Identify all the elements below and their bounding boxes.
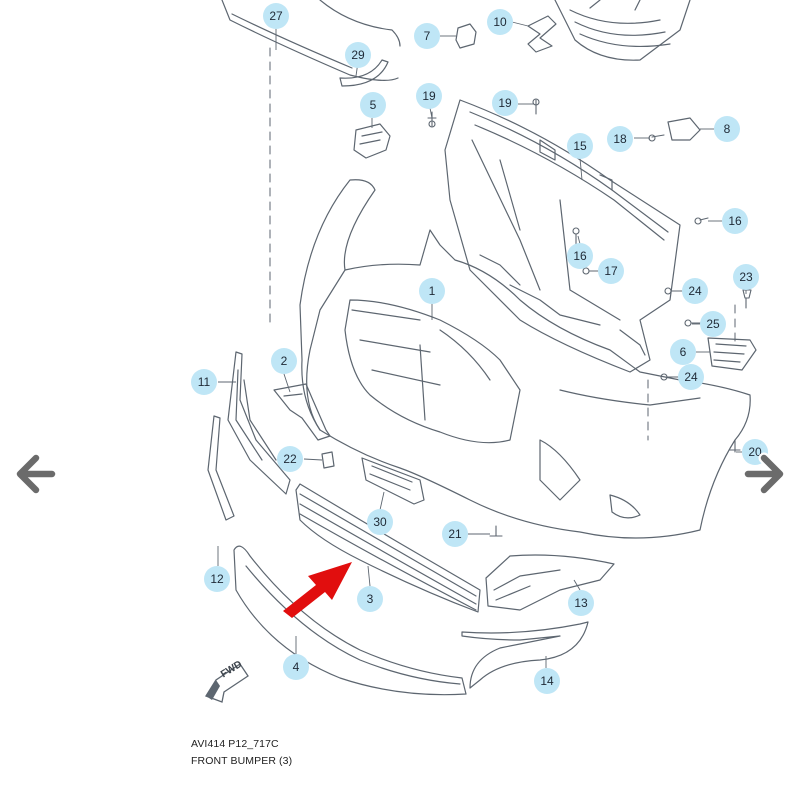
red-pointer-arrow-icon xyxy=(283,562,352,618)
callout-30[interactable]: 30 xyxy=(367,509,393,535)
callout-1[interactable]: 1 xyxy=(419,278,445,304)
callout-24-a[interactable]: 24 xyxy=(682,278,708,304)
clip-part-22 xyxy=(321,451,335,469)
next-image-button[interactable] xyxy=(738,446,794,502)
bracket-part-10 xyxy=(527,15,557,53)
diagram-title: FRONT BUMPER (3) xyxy=(191,755,293,767)
callout-3[interactable]: 3 xyxy=(357,586,383,612)
bumper-cover-part-1 xyxy=(299,179,751,539)
diagram-code: AVI414 P12_717C xyxy=(191,738,279,750)
bracket-part-5 xyxy=(353,123,391,159)
callout-6[interactable]: 6 xyxy=(670,339,696,365)
callout-24-b[interactable]: 24 xyxy=(678,364,704,390)
license-bracket-part-30 xyxy=(361,457,425,505)
callout-20[interactable]: 20 xyxy=(742,439,768,465)
upper-grille-part xyxy=(554,0,691,61)
bracket-part-2 xyxy=(273,383,331,441)
callout-4[interactable]: 4 xyxy=(283,654,309,680)
callout-7[interactable]: 7 xyxy=(414,23,440,49)
molding-part-11 xyxy=(227,351,291,495)
trim-part-13 xyxy=(485,554,615,611)
callout-18[interactable]: 18 xyxy=(607,126,633,152)
bracket-part-6 xyxy=(707,337,757,371)
callout-2[interactable]: 2 xyxy=(271,348,297,374)
callout-5[interactable]: 5 xyxy=(360,92,386,118)
molding-part-27 xyxy=(221,0,401,81)
fwd-arrow-icon xyxy=(205,663,249,703)
callout-11[interactable]: 11 xyxy=(191,369,217,395)
arrow-left-icon xyxy=(14,452,58,496)
callout-16-a[interactable]: 16 xyxy=(722,208,748,234)
callout-13[interactable]: 13 xyxy=(568,590,594,616)
arrow-right-icon xyxy=(742,452,786,496)
trim-part-14 xyxy=(461,621,589,689)
callout-8[interactable]: 8 xyxy=(714,116,740,142)
previous-image-button[interactable] xyxy=(6,446,62,502)
callout-19-a[interactable]: 19 xyxy=(416,83,442,109)
bracket-part-8 xyxy=(667,117,701,141)
callout-19-b[interactable]: 19 xyxy=(492,90,518,116)
callout-17[interactable]: 17 xyxy=(598,258,624,284)
callout-14[interactable]: 14 xyxy=(534,668,560,694)
callout-23[interactable]: 23 xyxy=(733,264,759,290)
callout-27[interactable]: 27 xyxy=(263,3,289,29)
lower-lip-part-4 xyxy=(233,545,467,696)
callout-15[interactable]: 15 xyxy=(567,133,593,159)
callout-25[interactable]: 25 xyxy=(700,311,726,337)
molding-part-12 xyxy=(207,415,235,521)
callout-29[interactable]: 29 xyxy=(345,42,371,68)
callout-21[interactable]: 21 xyxy=(442,521,468,547)
molding-part-29 xyxy=(339,59,389,87)
callout-12[interactable]: 12 xyxy=(204,566,230,592)
radiator-support-part-15 xyxy=(444,99,681,373)
callout-10[interactable]: 10 xyxy=(487,9,513,35)
clip-part-7 xyxy=(455,23,477,49)
lower-grille-part-3 xyxy=(295,483,481,613)
callout-16-b[interactable]: 16 xyxy=(567,243,593,269)
callout-22[interactable]: 22 xyxy=(277,446,303,472)
